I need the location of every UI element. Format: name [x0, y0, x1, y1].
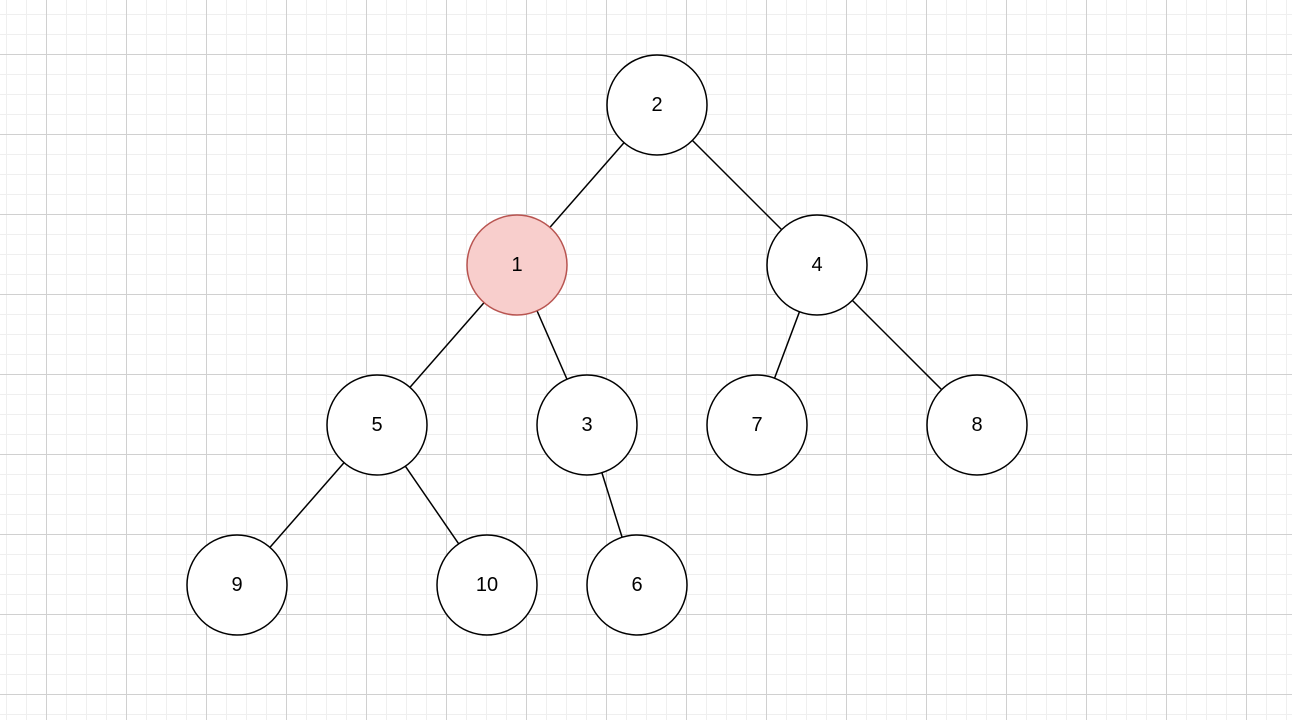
edge-n4-n8 [851, 299, 943, 391]
edge-n5-n10 [404, 465, 460, 545]
node-circle[interactable] [536, 374, 638, 476]
tree-node-4[interactable]: 4 [766, 214, 868, 316]
node-label: 10 [476, 574, 498, 596]
node-circle[interactable] [606, 54, 708, 156]
tree-node-6[interactable]: 6 [586, 534, 688, 636]
node-label: 7 [751, 414, 762, 436]
node-label: 6 [631, 574, 642, 596]
edge-n2-n1 [549, 142, 625, 228]
node-circle[interactable] [926, 374, 1028, 476]
edge-n3-n6 [601, 472, 623, 538]
edge-n2-n4 [691, 139, 783, 231]
node-label: 3 [581, 414, 592, 436]
node-circle[interactable] [186, 534, 288, 636]
node-label: 1 [511, 254, 522, 276]
tree-node-3[interactable]: 3 [536, 374, 638, 476]
edge-n4-n7 [773, 311, 801, 379]
edge-n1-n3 [536, 310, 568, 380]
node-circle[interactable] [706, 374, 808, 476]
tree-node-10[interactable]: 10 [436, 534, 538, 636]
node-circle[interactable] [586, 534, 688, 636]
tree-node-1[interactable]: 1 [466, 214, 568, 316]
tree-node-9[interactable]: 9 [186, 534, 288, 636]
node-label: 2 [651, 94, 662, 116]
tree-node-8[interactable]: 8 [926, 374, 1028, 476]
node-label: 9 [231, 574, 242, 596]
tree-node-2[interactable]: 2 [606, 54, 708, 156]
edge-n1-n5 [409, 302, 485, 388]
node-circle[interactable] [766, 214, 868, 316]
node-circle[interactable] [326, 374, 428, 476]
tree-node-5[interactable]: 5 [326, 374, 428, 476]
node-label: 8 [971, 414, 982, 436]
node-circle[interactable] [466, 214, 568, 316]
edge-n5-n9 [269, 462, 345, 548]
tree-node-7[interactable]: 7 [706, 374, 808, 476]
node-label: 5 [371, 414, 382, 436]
node-label: 4 [811, 254, 822, 276]
node-circle[interactable] [436, 534, 538, 636]
